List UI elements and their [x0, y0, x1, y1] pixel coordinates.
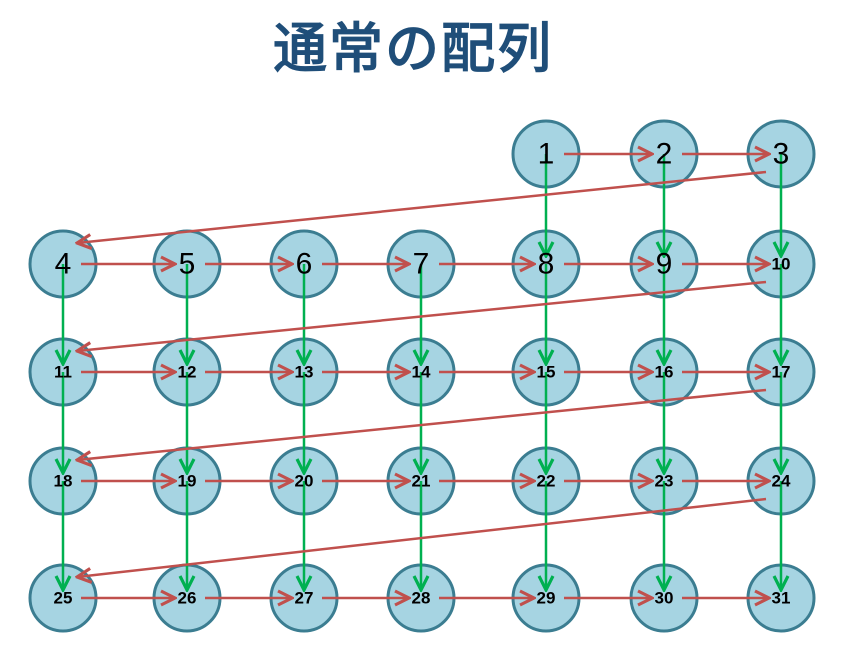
node-label: 8	[538, 248, 555, 281]
wrap-arrow	[77, 170, 767, 243]
node-label: 10	[772, 255, 791, 274]
node-label: 23	[655, 472, 674, 491]
node-label: 7	[413, 248, 430, 281]
node-label: 17	[772, 363, 791, 382]
node-label: 3	[773, 138, 790, 171]
node-label: 31	[772, 589, 791, 608]
wrap-arrow	[77, 388, 767, 460]
node-label: 18	[54, 472, 73, 491]
node-label: 16	[655, 363, 674, 382]
node-label: 30	[655, 589, 674, 608]
node-label: 4	[55, 248, 72, 281]
node-label: 28	[412, 589, 431, 608]
node-label: 11	[54, 363, 72, 382]
page-title: 通常の配列	[273, 17, 553, 80]
node-label: 13	[295, 363, 314, 382]
node-label: 19	[178, 472, 197, 491]
node-label: 21	[412, 472, 431, 491]
node-label: 15	[537, 363, 556, 382]
node-label: 12	[178, 363, 197, 382]
node-label: 14	[412, 363, 431, 382]
node-label: 9	[656, 248, 673, 281]
node-label: 22	[537, 472, 556, 491]
node-label: 1	[538, 138, 555, 171]
node-label: 6	[296, 248, 313, 281]
node-label: 29	[537, 589, 556, 608]
node-label: 24	[772, 472, 791, 491]
node-label: 2	[656, 138, 673, 171]
node-label: 25	[54, 589, 73, 608]
node-label: 5	[179, 248, 196, 281]
wrap-arrow	[77, 280, 767, 351]
node-label: 26	[178, 589, 197, 608]
node-label: 20	[295, 472, 314, 491]
wrap-arrow	[77, 497, 767, 577]
node-label: 27	[295, 589, 314, 608]
